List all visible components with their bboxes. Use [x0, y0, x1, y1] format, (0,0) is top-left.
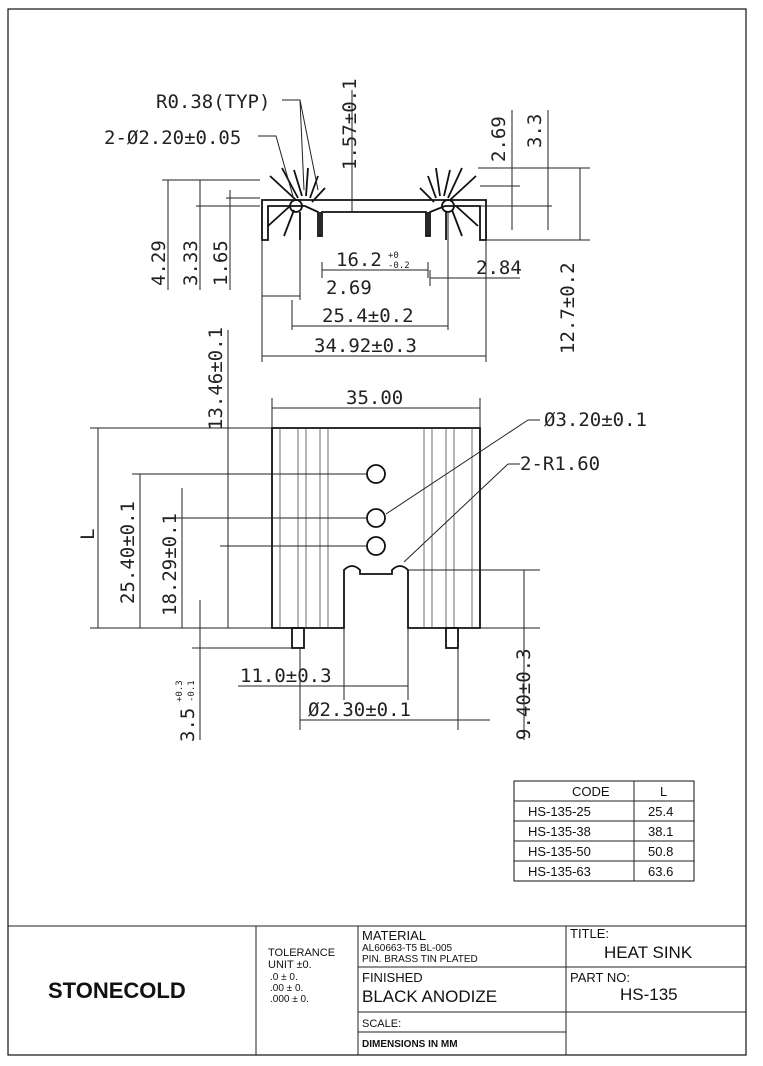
- code-row-2: HS-135-38: [528, 824, 591, 839]
- pin-dia-label: Ø2.30±0.1: [308, 699, 411, 721]
- fin-offset-label: 1.57±0.1: [339, 78, 361, 170]
- code-header: CODE: [572, 784, 610, 799]
- top-hole-dia-label: 2-Ø2.20±0.05: [104, 127, 241, 149]
- code-row-1: HS-135-25: [528, 804, 591, 819]
- dim-3-5-label: 3.5: [177, 708, 199, 742]
- code-row-4: HS-135-63: [528, 864, 591, 879]
- dim-11-0-label: 11.0±0.3: [240, 665, 332, 687]
- scale-label: SCALE:: [362, 1018, 401, 1030]
- dim-3-3-label: 3.3: [524, 114, 546, 148]
- material-line-2: PIN. BRASS TIN PLATED: [362, 954, 478, 965]
- l-row-2: 38.1: [648, 824, 673, 839]
- front-view-dimensions: [90, 330, 540, 740]
- l-row-1: 25.4: [648, 804, 673, 819]
- dim-3-5-plus-label: +0.3: [175, 680, 185, 702]
- front-view-body: [271, 427, 481, 649]
- code-table: CODE L HS-135-25 25.4 HS-135-38 38.1 HS-…: [513, 780, 695, 882]
- tol-row-1: .0 ± 0.: [270, 972, 298, 983]
- part-no-label: PART NO:: [570, 970, 630, 985]
- dim-9-40-label: 9.40±0.3: [513, 648, 535, 740]
- dimensions-note: DIMENSIONS IN MM: [362, 1039, 458, 1050]
- title-label: TITLE:: [570, 926, 609, 941]
- company-name: STONECOLD: [48, 978, 186, 1003]
- code-row-3: HS-135-50: [528, 844, 591, 859]
- unit-label: UNIT ±0.: [268, 959, 312, 971]
- tol-row-2: .00 ± 0.: [270, 983, 303, 994]
- radius-typ-label: R0.38(TYP): [156, 91, 270, 113]
- dim-34-92-label: 34.92±0.3: [314, 335, 417, 357]
- radius-label: 2-R1.60: [520, 453, 600, 475]
- material-line-1: AL60663-T5 BL-005: [362, 943, 453, 954]
- inner-tol-minus-label: -0.2: [388, 261, 410, 271]
- dim-25-40-label: 25.40±0.1: [117, 501, 139, 604]
- title-value: HEAT SINK: [604, 943, 693, 962]
- l-header: L: [660, 784, 667, 799]
- dim-1-65-label: 1.65: [210, 240, 232, 286]
- tolerance-label: TOLERANCE: [268, 947, 335, 959]
- width-35-label: 35.00: [346, 387, 403, 409]
- top-view-dimensions: [162, 90, 590, 362]
- height-12-7-label: 12.7±0.2: [557, 262, 579, 354]
- front-view-labels: 35.00 13.46±0.1 Ø3.20±0.1 2-R1.60 L 25.4…: [77, 327, 647, 742]
- dim-2-84-label: 2.84: [476, 257, 522, 279]
- dim-25-4-label: 25.4±0.2: [322, 305, 414, 327]
- length-label: L: [77, 529, 99, 540]
- tol-row-3: .000 ± 0.: [270, 994, 309, 1005]
- dim-13-46-label: 13.46±0.1: [205, 327, 227, 430]
- dim-18-29-label: 18.29±0.1: [159, 513, 181, 616]
- dim-3-5-minus-label: -0.1: [187, 680, 197, 702]
- dim-2-69-right-label: 2.69: [488, 116, 510, 162]
- top-view-labels: R0.38(TYP) 2-Ø2.20±0.05 1.57±0.1 2.69 3.…: [104, 78, 579, 357]
- title-block: STONECOLD TOLERANCE UNIT ±0. .0 ± 0. .00…: [8, 925, 746, 1055]
- part-no-value: HS-135: [620, 985, 678, 1004]
- inner-width-label: 16.2: [336, 249, 382, 271]
- finished-label: FINISHED: [362, 970, 423, 985]
- dim-3-33-label: 3.33: [180, 240, 202, 286]
- dim-2-69-label: 2.69: [326, 277, 372, 299]
- top-view-profile: [261, 167, 487, 241]
- l-row-4: 63.6: [648, 864, 673, 879]
- dim-4-29-label: 4.29: [148, 240, 170, 286]
- hole-dia-label: Ø3.20±0.1: [544, 409, 647, 431]
- l-row-3: 50.8: [648, 844, 673, 859]
- inner-tol-plus-label: +0: [388, 251, 399, 261]
- material-label: MATERIAL: [362, 928, 426, 943]
- finished-value: BLACK ANODIZE: [362, 987, 497, 1006]
- drawing-border: [7, 8, 747, 1056]
